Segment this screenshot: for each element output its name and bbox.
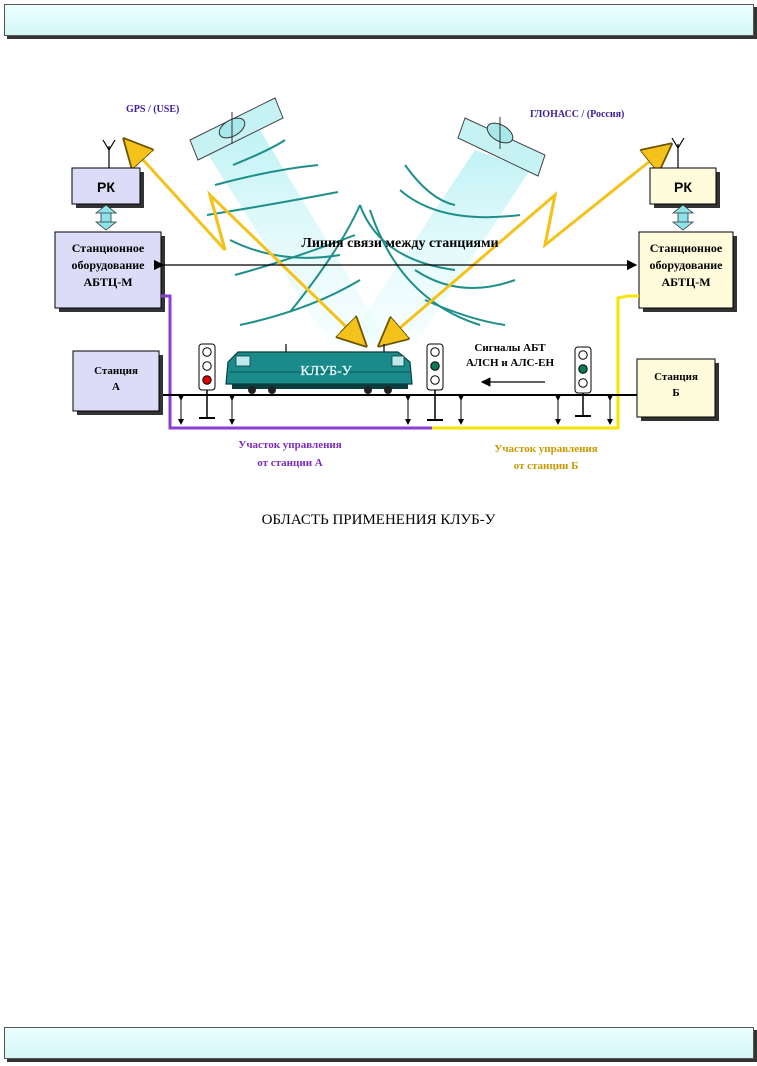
track-circuit-markers [178,395,613,425]
left-rk-link-arrow [94,204,118,231]
section-a-line1: Участок управления [238,439,341,451]
section-a-line2: от станции А [257,457,323,469]
gps-label: GPS / (USE) [126,104,179,115]
locomotive-label: КЛУБ-У [300,364,351,379]
station-a-line1: Станция [94,365,138,377]
gps-beam [205,130,390,345]
right-equipment-line2: оборудование [649,258,723,272]
glonass-beam [345,150,530,345]
station-a-box [72,350,160,412]
station-b-line1: Станция [654,371,698,383]
left-antenna-icon [102,139,116,168]
signals-label-line2: АЛСН и АЛС-ЕН [466,357,555,369]
radio-waves [206,139,521,326]
gps-satellite [189,97,284,161]
footer-bar [4,1027,754,1059]
section-b-line1: Участок управления [494,443,597,455]
right-equipment-line3: АБТЦ-М [661,275,710,289]
locomotive-icon [225,344,413,394]
left-rk-label: РК [97,179,115,195]
purple-control-line [161,294,432,430]
glonass-signal-beam [380,145,670,345]
gps-signal-beam [125,140,365,345]
left-equipment-line1: Станционное [72,241,145,255]
left-equipment-line2: оборудование [71,258,145,272]
diagram-caption: ОБЛАСТЬ ПРИМЕНЕНИЯ КЛУБ-У [261,512,496,528]
station-b-box [636,358,716,418]
left-equipment-box [54,231,162,309]
station-b-line2: Б [672,387,679,399]
section-b-line2: от станции Б [514,460,579,472]
yellow-control-line [432,294,639,430]
right-antenna-icon [671,137,685,168]
signals-label-line1: Сигналы АБТ [474,342,546,354]
header-bar [4,4,754,36]
right-equipment-box [638,231,734,309]
signal-left-red-icon [198,343,216,419]
left-rk-box [71,167,141,205]
klub-u-diagram: GPS / (USE) ГЛОНАСС / (Россия) РК [54,97,737,472]
right-equipment-line1: Станционное [650,241,723,255]
right-rk-box [649,167,717,205]
glonass-satellite [457,117,546,177]
inter-station-link-label: Линия связи между станциями [301,236,498,251]
station-a-line2: А [112,381,120,393]
right-rk-label: РК [674,179,692,195]
signal-middle-green-icon [426,343,444,421]
glonass-label: ГЛОНАСС / (Россия) [530,109,624,120]
right-rk-link-arrow [671,204,695,231]
signal-right-green-icon [574,346,592,417]
left-equipment-line3: АБТЦ-М [83,275,132,289]
